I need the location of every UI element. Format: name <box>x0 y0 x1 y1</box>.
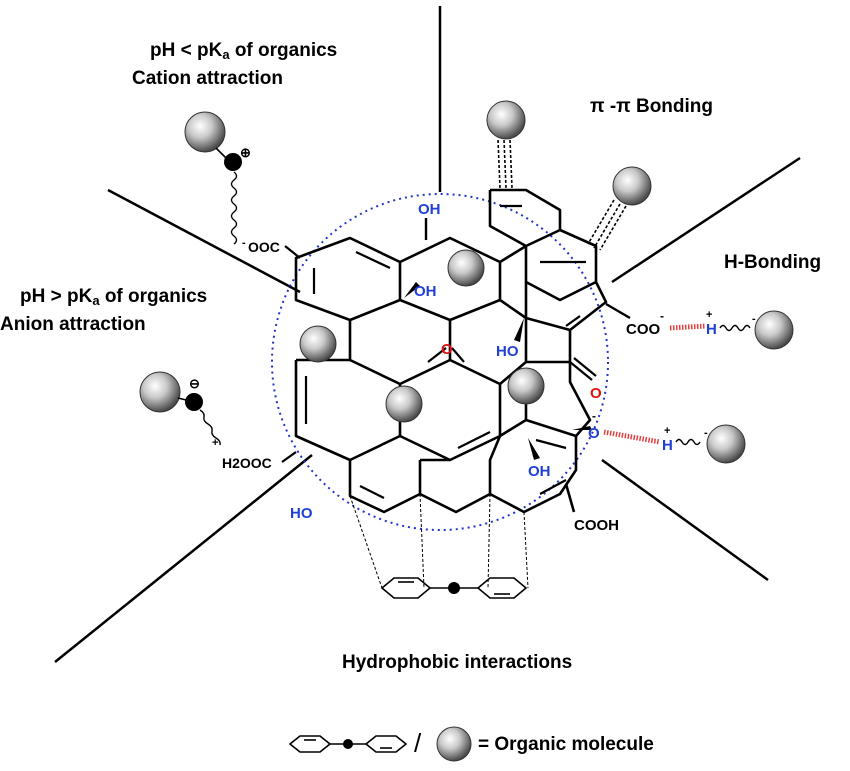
legend-slash: / <box>414 728 422 758</box>
functional-groups: OH OH HO O O OH HO COOH O - <box>290 201 619 534</box>
epoxy-o-label: O <box>441 341 453 358</box>
ketone-o-label: O <box>590 385 602 402</box>
anionic-head <box>185 393 203 411</box>
svg-text:+: + <box>212 437 218 449</box>
oh-mid-label: OH <box>414 283 437 300</box>
svg-text:-: - <box>242 237 246 249</box>
hydrophobic-molecule <box>349 493 529 599</box>
svg-text:-: - <box>704 427 708 439</box>
anion-attraction-molecule: ⊖ + H2OOC <box>139 371 297 471</box>
o-minus-charge: - <box>592 409 596 423</box>
svg-text:-: - <box>752 313 756 325</box>
h-donor-lower: H <box>662 437 673 454</box>
oh-lower-label: OH <box>528 463 551 480</box>
cationic-head <box>224 153 242 171</box>
ooc-label: OOC <box>248 239 280 255</box>
pi-pi-bonding-label: π -π Bonding <box>590 96 714 117</box>
organic-molecule-sphere <box>139 371 181 413</box>
organic-molecule-sphere <box>612 166 652 206</box>
minus-circle-sign: ⊖ <box>189 376 200 391</box>
h-bonding-label: H-Bonding <box>724 252 822 273</box>
coo-minus-label: COO <box>626 321 661 338</box>
o-minus-label: O <box>588 425 600 442</box>
pi-pi-stack <box>486 100 652 251</box>
legend-molecule <box>288 726 472 762</box>
graphene-oxide-boundary <box>271 193 609 531</box>
organic-molecule-sphere <box>754 310 794 350</box>
wedge-bonds <box>404 282 592 460</box>
organic-molecule-sphere <box>486 100 526 140</box>
cation-condition-label: pH < pKa of organics <box>150 40 338 62</box>
sector-divider-lines <box>54 6 801 663</box>
h-donor-upper: H <box>706 321 717 338</box>
plus-circle-sign: ⊕ <box>240 145 251 160</box>
ketone-bond <box>569 357 597 381</box>
organic-molecule-sphere <box>436 726 472 762</box>
cation-attraction-label: Cation attraction <box>132 68 283 89</box>
organic-molecule-sphere <box>706 424 746 464</box>
organic-molecule-sphere <box>507 367 545 405</box>
organic-molecule-sphere <box>184 111 226 153</box>
legend-label: = Organic molecule <box>478 734 654 755</box>
adsorbed-molecules <box>299 249 545 423</box>
h-donor-upper-charge: + <box>706 309 712 321</box>
oh-top-label: OH <box>418 201 441 218</box>
anion-condition-label: pH > pKa of organics <box>20 286 208 308</box>
ho-bottom-label: HO <box>290 505 313 522</box>
cooh-label: COOH <box>574 517 619 534</box>
coo-minus-charge: - <box>660 309 664 323</box>
h2ooc-label: H2OOC <box>222 455 272 471</box>
organic-molecule-sphere <box>299 325 337 363</box>
h-bond-upper: COO - H + - <box>605 302 794 350</box>
hydrophobic-interactions-label: Hydrophobic interactions <box>342 652 573 673</box>
organic-molecule-sphere <box>447 249 485 287</box>
anion-attraction-label: Anion attraction <box>0 314 146 335</box>
h-donor-lower-charge: + <box>664 425 670 437</box>
ho-center-label: HO <box>496 343 519 360</box>
double-bonds <box>304 204 586 499</box>
h-bond-lower: H + - <box>603 424 746 464</box>
epoxide-group <box>427 347 465 363</box>
organic-molecule-sphere <box>385 385 423 423</box>
cation-attraction-molecule: ⊕ OOC - <box>184 111 301 259</box>
